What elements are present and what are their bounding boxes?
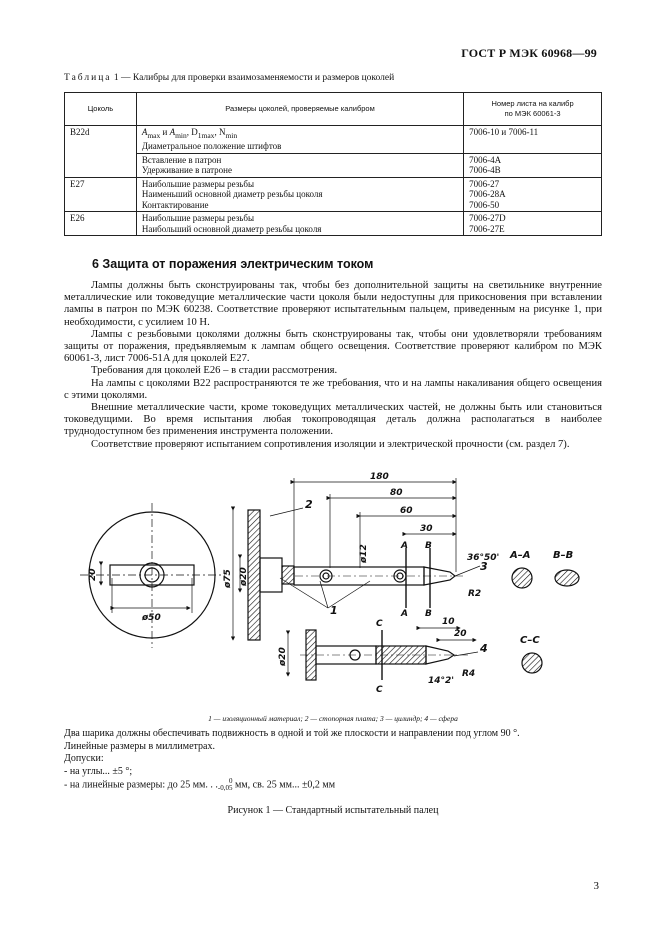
dim-d75: ø75 [223,569,233,589]
dim-angle-14-2: 14°2' [428,676,454,686]
dim-20-vertical: 20 [88,568,98,581]
table-cell-base: E27 [64,176,137,212]
dim-60: 60 [400,506,413,516]
note-line: Линейные размеры в миллиметрах. [64,740,215,752]
paragraph: Соответствие проверяют испытанием сопрот… [91,438,570,450]
table-cell-sheet: 7006-10 и 7006-11 [463,125,602,154]
test-finger-figure: 180 80 60 30 10 20 20 ø50 ø75 ø20 ø12 ø2… [70,468,600,713]
note-line: - на углы... ±5 °; [64,765,133,777]
dim-80: 80 [390,488,403,498]
note-line-tolerance: - на линейные размеры: до 25 мм. . .0-0,… [64,777,336,792]
dim-r2: R2 [468,589,481,599]
section-label-b-b: B–B [553,550,573,561]
tolerance-upper: 0 [228,777,233,785]
dim-d20: ø20 [239,567,249,587]
dim-angle-36-50: 36°50' [467,553,499,563]
note-line: Допуски: [64,753,104,764]
marker-b-top: B [425,541,432,551]
document-header: ГОСТ Р МЭК 60968—99 [461,46,597,60]
figure-caption: Рисунок 1 — Стандартный испытательный па… [227,805,439,816]
figure-notes: Два шарика должны обеспечивать подвижнос… [64,728,604,792]
callout-3: 3 [480,560,488,573]
dim-180: 180 [370,472,389,482]
marker-a-top: A [400,541,408,551]
paragraph: Лампы должны быть сконструированы так, ч… [64,280,602,328]
section-c-c [521,652,543,674]
table-row: B22d Amax и Amin, D1max, Nmin Диаметраль… [64,125,602,178]
page-number: 3 [593,880,600,892]
note-line: Два шарика должны обеспечивать подвижнос… [64,728,520,739]
callout-2: 2 [305,498,313,511]
callout-4: 4 [479,642,488,655]
calibers-table: Цоколь Размеры цоколей, проверяемые кали… [64,92,602,237]
section-title: 6 Защита от поражения электрическим токо… [92,257,374,271]
paragraph: Требования для цоколей E26 – в стадии ра… [91,365,338,377]
b22d-dims-line: Amax и Amin, D1max, Nmin [141,127,238,140]
dim-r4: R4 [462,669,475,679]
section-body: Лампы должны быть сконструированы так, ч… [64,280,602,451]
paragraph: Внешние металлические части, кроме токов… [64,402,602,438]
figure-legend: 1 — изоляционный материал; 2 — стопорная… [208,714,458,723]
paragraph: Лампы с резьбовыми цоколями должны быть … [64,328,602,365]
paragraph: На лампы с цоколями B22 распространяются… [64,377,602,401]
table-cell-base: B22d [64,125,137,178]
dim-10: 10 [442,617,455,627]
stop-plate-side-view [247,509,261,641]
marker-b-bottom: B [425,609,432,619]
table-caption: Таблица 1 — Калибры для проверки взаимоз… [64,73,394,83]
table-caption-text: 1 — Калибры для проверки взаимозаменяемо… [111,73,395,83]
section-label-c-c: C–C [520,635,540,646]
marker-a-bottom: A [400,609,408,619]
table-header-base: Цоколь [64,92,137,126]
marker-c-bottom: C [376,685,383,695]
test-finger-drawing: 180 80 60 30 10 20 20 ø50 ø75 ø20 ø12 ø2… [80,472,580,695]
dim-d50: ø50 [141,613,161,623]
table-cell-dims: Amax и Amin, D1max, Nmin Диаметральное п… [135,125,465,154]
table-caption-prefix: Таблица [64,73,112,83]
tolerance-lower: -0,05 [217,784,233,792]
dim-d12: ø12 [359,544,369,564]
finger-tip [423,566,456,586]
table-cell-base: E26 [64,211,137,237]
section-a-a [511,567,533,589]
table-header-dims: Размеры цоколей, проверяемые калибром [135,92,465,126]
section-label-a-a: A–A [509,550,530,561]
section-b-b [554,569,580,587]
callout-1: 1 [330,604,338,617]
dim-d20-lower: ø20 [278,647,288,667]
dims-line: Диаметральное положение штифтов [141,141,282,152]
dim-20-horizontal: 20 [454,629,467,639]
dim-30: 30 [420,524,433,534]
marker-c-top: C [376,619,383,629]
